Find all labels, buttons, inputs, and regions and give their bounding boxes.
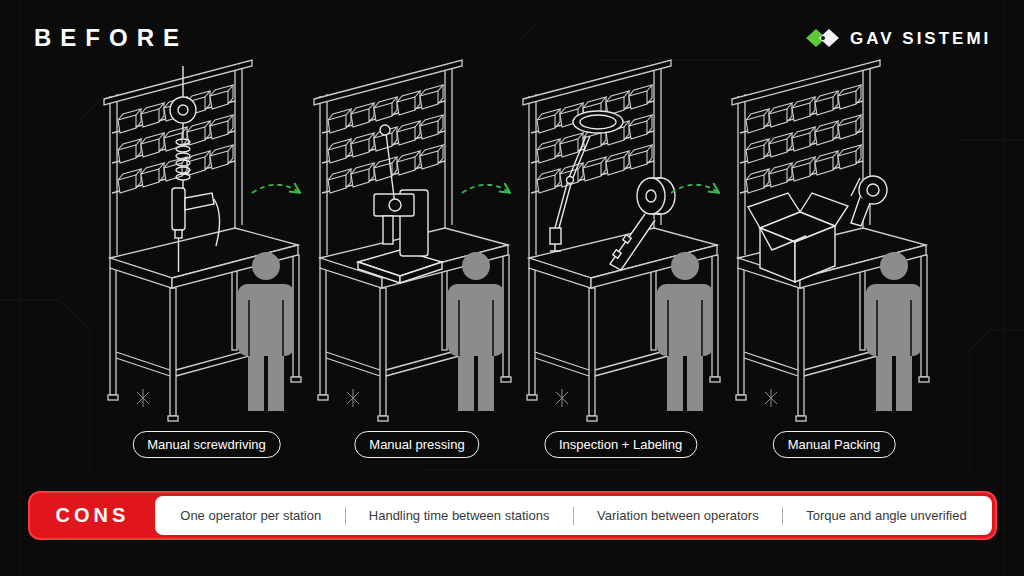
- tape-handle: [851, 197, 870, 226]
- screwdriver-body: [172, 188, 185, 230]
- station-text: Manual screwdriving: [147, 437, 266, 453]
- workbench: [314, 60, 511, 421]
- label-roll: [637, 178, 665, 214]
- cable: [182, 123, 183, 138]
- press-lever: [386, 133, 395, 205]
- screwdriver-grip: [185, 193, 214, 210]
- station-text: Manual Packing: [788, 437, 881, 453]
- logo-diamond: [806, 29, 826, 47]
- station-text: Inspection + Labeling: [559, 437, 682, 453]
- cable: [182, 180, 183, 188]
- press-base: [358, 262, 400, 283]
- lamp-arm: [559, 136, 590, 228]
- station-text: Manual pressing: [369, 437, 464, 453]
- cons-list: One operator per stationHandling time be…: [155, 496, 992, 535]
- inspection-tools: [550, 111, 675, 270]
- workbench: [523, 60, 720, 421]
- station-label: Manual Packing: [773, 431, 896, 458]
- cons-item: Variation between operators: [573, 507, 782, 525]
- workbench: [732, 60, 929, 421]
- tape-blade: [851, 178, 860, 196]
- operator: [448, 252, 504, 411]
- station-label: Inspection + Labeling: [544, 431, 697, 458]
- cable: [214, 199, 220, 246]
- arbor-press: [358, 125, 442, 283]
- station-label: Manual screwdriving: [132, 431, 281, 458]
- operator: [657, 252, 713, 411]
- lever-knob: [380, 125, 390, 135]
- chuck: [175, 230, 182, 238]
- logo-dot: [821, 36, 825, 40]
- lamp-clamp: [550, 228, 561, 251]
- flow-arrow: [252, 185, 299, 193]
- label: [623, 235, 631, 243]
- tool-balancer: [170, 97, 196, 123]
- flow-arrows: [252, 185, 718, 193]
- box-flap: [760, 228, 806, 250]
- packing-tools: [748, 176, 887, 282]
- cons-band: CONSOne operator per stationHandling tim…: [28, 491, 997, 540]
- press-base: [400, 262, 442, 283]
- box-face: [795, 226, 835, 282]
- circuit-line: [0, 20, 1024, 485]
- cons-item: Handling time between stations: [345, 507, 573, 525]
- logo-icon: [806, 29, 839, 47]
- screwdriver-tool: [170, 66, 220, 272]
- tool-balancer: [178, 105, 188, 115]
- workbench: [104, 60, 301, 421]
- flow-arrow: [671, 185, 718, 193]
- magnifier-lens: [580, 115, 616, 129]
- logo-text: GAV SISTEMI: [850, 29, 991, 49]
- cons-item: Torque and angle unverified: [782, 507, 990, 525]
- station-label: Manual pressing: [354, 431, 479, 458]
- label-strip: [610, 214, 655, 270]
- magnifier: [573, 111, 623, 133]
- flow-arrow: [462, 185, 509, 193]
- cons-item: One operator per station: [157, 507, 345, 525]
- lamp-arm: [555, 136, 586, 228]
- coil: [176, 160, 190, 166]
- cons-heading: CONS: [30, 493, 155, 538]
- coil: [176, 139, 190, 145]
- coil: [176, 146, 190, 152]
- operator: [238, 252, 294, 411]
- coil: [176, 153, 190, 159]
- tape-core: [867, 184, 879, 196]
- press-ram: [383, 216, 393, 244]
- roll-core: [646, 190, 656, 202]
- operator: [866, 252, 922, 411]
- label: [613, 250, 621, 258]
- lamp-joint: [567, 177, 574, 184]
- page-title: BEFORE: [34, 24, 188, 52]
- press-pinion: [389, 199, 401, 211]
- logo-diamond: [819, 29, 839, 47]
- hanger: [182, 66, 183, 97]
- coil: [176, 174, 190, 180]
- coil: [176, 167, 190, 173]
- bit: [178, 238, 179, 272]
